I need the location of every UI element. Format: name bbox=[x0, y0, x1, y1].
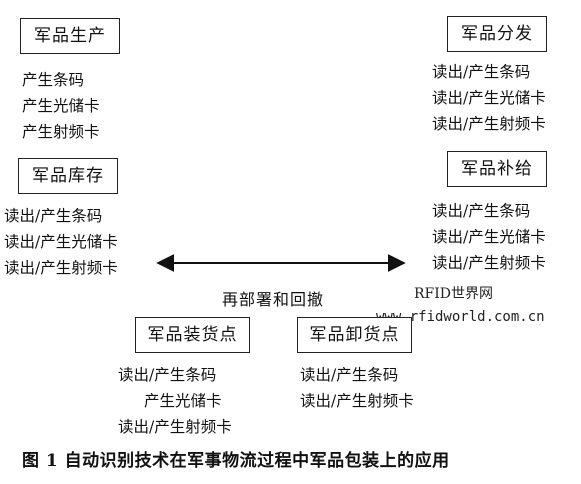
loading-action-1: 读出/产生条码 bbox=[118, 366, 217, 384]
loading-action-3: 读出/产生射频卡 bbox=[118, 418, 232, 436]
box-military-supply: 军品补给 bbox=[447, 151, 547, 187]
supply-action-3: 读出/产生射频卡 bbox=[432, 254, 546, 272]
inventory-action-3: 读出/产生射频卡 bbox=[4, 259, 118, 277]
distribution-actions: 读出/产生条码 读出/产生光储卡 读出/产生射频卡 bbox=[432, 59, 546, 137]
distribution-action-1: 读出/产生条码 bbox=[432, 63, 531, 81]
production-action-2: 产生光储卡 bbox=[22, 97, 100, 115]
box-military-inventory: 军品库存 bbox=[18, 158, 118, 194]
figure-caption: 图 1 自动识别技术在军事物流过程中军品包装上的应用 bbox=[22, 451, 450, 471]
inventory-actions: 读出/产生条码 读出/产生光储卡 读出/产生射频卡 bbox=[4, 203, 118, 281]
unloading-action-2: 读出/产生射频卡 bbox=[300, 392, 414, 410]
distribution-action-2: 读出/产生光储卡 bbox=[432, 89, 546, 107]
redeploy-label: 再部署和回撤 bbox=[222, 290, 325, 309]
production-actions: 产生条码 产生光储卡 产生射频卡 bbox=[22, 67, 100, 145]
production-action-3: 产生射频卡 bbox=[22, 123, 100, 141]
loading-actions: 读出/产生条码 产生光储卡 读出/产生射频卡 bbox=[118, 362, 232, 440]
loading-action-2: 产生光储卡 bbox=[144, 392, 222, 410]
supply-action-2: 读出/产生光储卡 bbox=[432, 228, 546, 246]
box-military-loading-point: 军品装货点 bbox=[135, 317, 250, 353]
box-military-unloading-point: 军品卸货点 bbox=[297, 317, 412, 353]
unloading-actions: 读出/产生条码 读出/产生射频卡 bbox=[300, 362, 414, 414]
inventory-action-2: 读出/产生光储卡 bbox=[4, 233, 118, 251]
distribution-action-3: 读出/产生射频卡 bbox=[432, 115, 546, 133]
supply-action-1: 读出/产生条码 bbox=[432, 202, 531, 220]
watermark-name: RFID世界网 bbox=[414, 286, 494, 302]
supply-actions: 读出/产生条码 读出/产生光储卡 读出/产生射频卡 bbox=[432, 198, 546, 276]
unloading-action-1: 读出/产生条码 bbox=[300, 366, 399, 384]
watermark-url: www.rfidworld.com.cn bbox=[376, 309, 545, 325]
production-action-1: 产生条码 bbox=[22, 71, 85, 89]
box-military-production: 军品生产 bbox=[20, 18, 120, 54]
inventory-action-1: 读出/产生条码 bbox=[4, 207, 103, 225]
box-military-distribution: 军品分发 bbox=[447, 16, 547, 52]
